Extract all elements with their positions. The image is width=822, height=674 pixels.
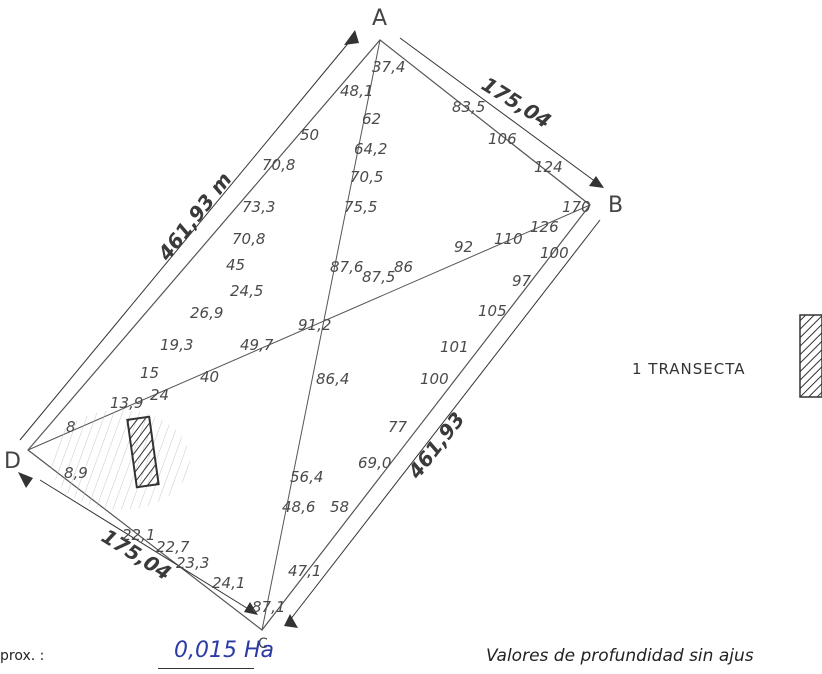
arrow-head-A [344, 30, 359, 45]
depth-readings: 37,4 48,1 62 64,2 70,5 75,5 87,6 87,5 86… [64, 58, 591, 616]
arrow-head-C-left [244, 602, 258, 615]
legend-hatch-box [799, 314, 822, 398]
arrow-head-B [589, 176, 604, 188]
depth-label: 69,0 [358, 454, 391, 472]
depth-label: 83,5 [452, 98, 485, 116]
depth-label: 110 [494, 230, 523, 248]
depth-label: 92 [454, 238, 473, 256]
diagonal-D-B [27, 204, 591, 451]
depth-label: 77 [388, 418, 408, 436]
corner-label-C: C [258, 636, 268, 652]
depth-label: 87,5 [362, 268, 395, 286]
depth-label: 15 [140, 364, 159, 382]
depth-label: 86 [394, 258, 413, 276]
depth-label: 170 [562, 198, 591, 216]
depth-label: 87,6 [330, 258, 363, 276]
footer-underline [158, 668, 254, 669]
depth-label: 62 [362, 110, 381, 128]
depth-label: 49,7 [240, 336, 274, 354]
corner-label-B: B [608, 193, 623, 218]
arrow-head-D [18, 472, 33, 488]
depth-label: 105 [478, 302, 507, 320]
depth-label: 86,4 [316, 370, 349, 388]
depth-label: 70,8 [232, 230, 265, 248]
dimension-label-AD: 461,93 m [152, 168, 236, 266]
depth-label: 87,1 [252, 598, 285, 616]
depth-label: 70,8 [262, 156, 295, 174]
depth-label: 24,1 [212, 574, 245, 592]
depth-label: 73,3 [242, 198, 275, 216]
legend-label: 1 TRANSECTA [632, 360, 746, 378]
footer-label: prox. : [0, 648, 45, 664]
depth-label: 26,9 [190, 304, 223, 322]
footer-note: Valores de profundidad sin ajus [486, 646, 754, 666]
depth-label: 64,2 [354, 140, 387, 158]
depth-label: 23,3 [176, 554, 209, 572]
depth-label: 47,1 [288, 562, 321, 580]
depth-label: 8,9 [64, 464, 88, 482]
corner-label-D: D [4, 449, 21, 474]
depth-label: 22,7 [156, 538, 190, 556]
depth-label: 126 [530, 218, 559, 236]
depth-label: 97 [512, 272, 532, 290]
depth-label: 40 [200, 368, 219, 386]
diagonal-A-C [261, 39, 381, 631]
dimension-line-AB [399, 37, 601, 186]
depth-label: 19,3 [160, 336, 193, 354]
area-value: 0,015 Ha [174, 638, 274, 663]
depth-label: 100 [540, 244, 569, 262]
corner-label-A: A [372, 6, 387, 31]
depth-label: 8 [66, 418, 76, 436]
depth-label: 91,2 [298, 316, 331, 334]
depth-label: 70,5 [350, 168, 383, 186]
arrow-head-C-right [284, 614, 298, 628]
dimension-label-BC: 461,93 [402, 407, 469, 483]
depth-label: 106 [488, 130, 517, 148]
depth-label: 124 [534, 158, 563, 176]
depth-label: 56,4 [290, 468, 323, 486]
dimension-line-BC [289, 219, 601, 621]
depth-label: 22,1 [122, 526, 155, 544]
depth-label: 50 [300, 126, 319, 144]
depth-label: 13,9 [110, 394, 143, 412]
dimension-line-AD [19, 34, 356, 441]
depth-label: 58 [330, 498, 349, 516]
depth-label: 24 [150, 386, 169, 404]
depth-label: 100 [420, 370, 449, 388]
depth-label: 101 [440, 338, 469, 356]
depth-label: 45 [226, 256, 245, 274]
depth-label: 37,4 [372, 58, 405, 76]
depth-label: 48,1 [340, 82, 373, 100]
transect-rectangle [126, 415, 160, 489]
depth-label: 24,5 [230, 282, 263, 300]
depth-label: 75,5 [344, 198, 377, 216]
dimension-line-DC [39, 479, 251, 611]
depth-label: 48,6 [282, 498, 315, 516]
